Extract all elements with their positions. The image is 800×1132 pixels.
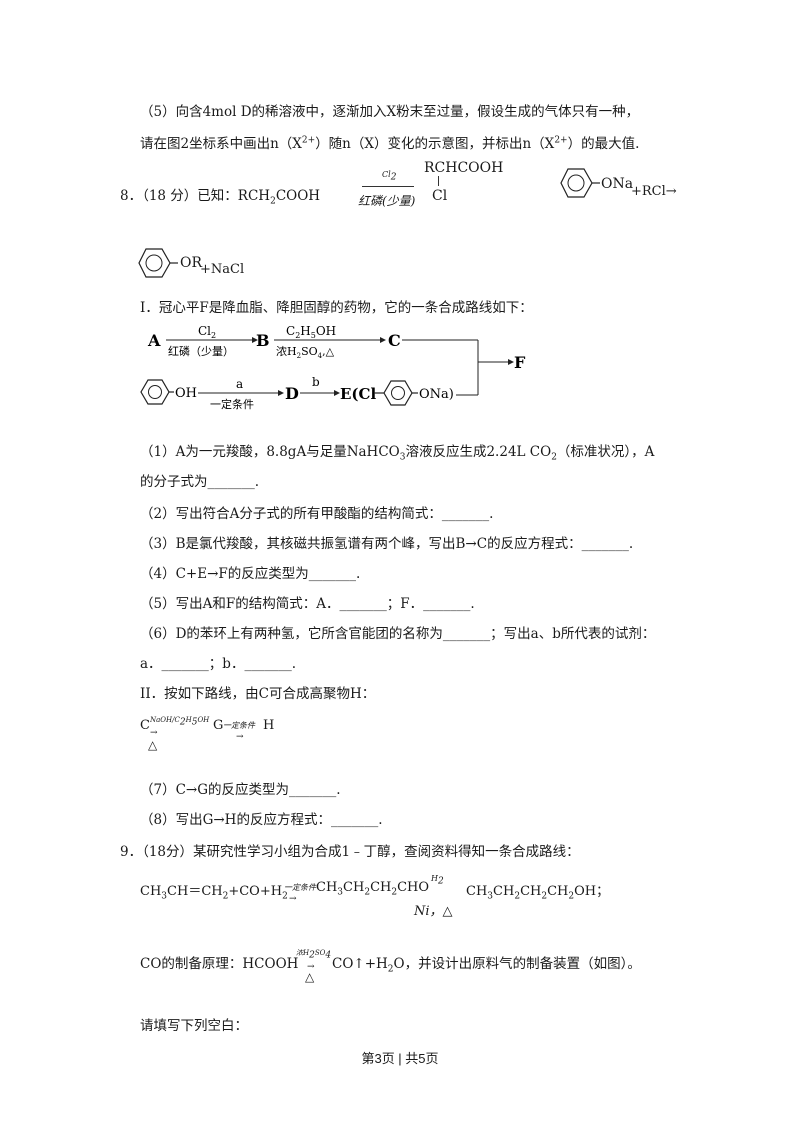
route-ona: ONa): [419, 387, 454, 402]
q8-sub4: （4）C+E→F的反应类型为_______.: [140, 566, 361, 582]
q9-co-delta: △: [305, 970, 315, 984]
route-node-a: A: [147, 331, 161, 350]
q9-h2-reagent: H2: [431, 874, 444, 887]
q8-sub5: （5）写出A和F的结构简式：A．_______；F．_______.: [140, 596, 475, 612]
route-node-d: D: [285, 384, 299, 403]
q8-reaction-arrow: [362, 186, 414, 187]
q9-co-line: CO的制备原理：HCOOH: [140, 956, 299, 972]
route-node-c: C: [388, 331, 401, 350]
benzene-ring-icon: [138, 248, 178, 278]
q8-product-cl: Cl: [432, 188, 448, 204]
route-condition: 一定条件: [210, 397, 254, 411]
route2-node-g: G: [213, 718, 224, 733]
q8-part2-intro: II．按如下路线，由C可合成高聚物H：: [140, 686, 376, 702]
q9-equation-reactants: CH3CH＝CH2+CO+H2: [140, 884, 288, 902]
q8-ona-label: ONa: [601, 176, 634, 192]
route-red-phosphorus: 红磷（少量）: [168, 345, 234, 358]
q9-arrow: →: [289, 894, 297, 904]
q8-red-phosphorus: 红磷(少量): [358, 194, 416, 208]
q9-co-rest: CO↑+H2O，并设计出原料气的制备装置（如图）。: [332, 956, 641, 975]
q7-part5-line2: 请在图2坐标系中画出n（X2+）随n（X）变化的示意图，并标出n（X2+）的最大…: [140, 135, 640, 153]
route2-node-h: H: [263, 718, 275, 733]
q8-header: 8．（18 分）已知：RCH2COOH: [120, 188, 321, 207]
route2-delta: △: [148, 738, 158, 752]
q9-co-condition: 浓H2SO4: [296, 949, 332, 961]
q8-sub1-line1: （1）A为一元羧酸，8.8gA与足量NaHCO3溶液反应生成2.24L CO2（…: [140, 444, 655, 463]
q8-or-label: OR: [180, 255, 203, 271]
q8-plus-nacl: +NaCl: [200, 262, 245, 277]
route-node-f: F: [514, 353, 526, 372]
route-reagent-b: b: [312, 375, 320, 389]
route2-arrow-1: →: [150, 728, 158, 738]
q8-sub7: （7）C→G的反应类型为_______.: [140, 782, 341, 798]
q9-ni-catalyst: Ni，△: [414, 904, 453, 919]
route-reagent-a: a: [236, 377, 243, 391]
q8-sub6-line1: （6）D的苯环上有两种氢，它所含官能团的名称为_______；写出a、b所代表的…: [140, 626, 656, 642]
route-node-b: B: [256, 331, 270, 350]
synthesis-route-diagram: A Cl2 红磷（少量） B C2H5OH 浓H2SO4,△ C F OH a …: [140, 324, 526, 411]
q8-product-acid: RCHCOOH: [424, 160, 504, 176]
q8-sub3: （3）B是氯代羧酸，其核磁共振氢谱有两个峰，写出B→C的反应方程式：______…: [140, 536, 634, 552]
q8-cl2-reagent: Cl2: [382, 170, 397, 183]
route-etoh: C2H5OH: [286, 324, 336, 340]
q9-fill-prompt: 请填写下列空白：: [140, 1018, 248, 1034]
route-cl2: Cl2: [198, 324, 216, 340]
route2-condition: 一定条件: [223, 721, 255, 730]
route-h2so4: 浓H2SO4,△: [276, 345, 335, 360]
q8-sub2: （2）写出符合A分子式的所有甲酸酯的结构简式：_______.: [140, 506, 494, 522]
q9-equation-intermediate: CH3CH2CH2CHO: [316, 880, 430, 898]
route2-naoh-reagent: NaOH/C2H5OH: [150, 716, 210, 728]
q9-condition: 一定条件: [284, 883, 316, 892]
q8-plus-rcl: +RCl→: [631, 184, 677, 199]
q8-sub8: （8）写出G→H的反应方程式：_______.: [140, 812, 383, 828]
q7-part5-line1: （5）向含4mol D的稀溶液中，逐渐加入X粉末至过量，假设生成的气体只有一种，: [140, 104, 640, 120]
route2-node-c: C: [140, 718, 150, 733]
route-node-e: E(Cl: [340, 385, 376, 403]
q8-sub6-line2: a．_______；b．_______.: [140, 656, 296, 672]
q8-part1-intro: I．冠心平F是降血脂、降胆固醇的药物，它的一条合成路线如下：: [140, 300, 533, 316]
q8-product-bond: [438, 176, 439, 186]
page-footer: 第3页 | 共5页: [361, 1051, 439, 1066]
q8-sub1-line2: 的分子式为_______.: [140, 474, 260, 490]
benzene-ring-icon: [560, 168, 600, 198]
route-oh: OH: [175, 386, 197, 401]
q9-header: 9．（18分）某研究性学习小组为合成1﹣丁醇，查阅资料得知一条合成路线：: [120, 844, 580, 860]
route2-arrow-2: →: [236, 732, 244, 742]
q9-equation-product: CH3CH2CH2CH2OH；: [466, 884, 610, 902]
q9-co-arrow: →: [307, 962, 315, 972]
